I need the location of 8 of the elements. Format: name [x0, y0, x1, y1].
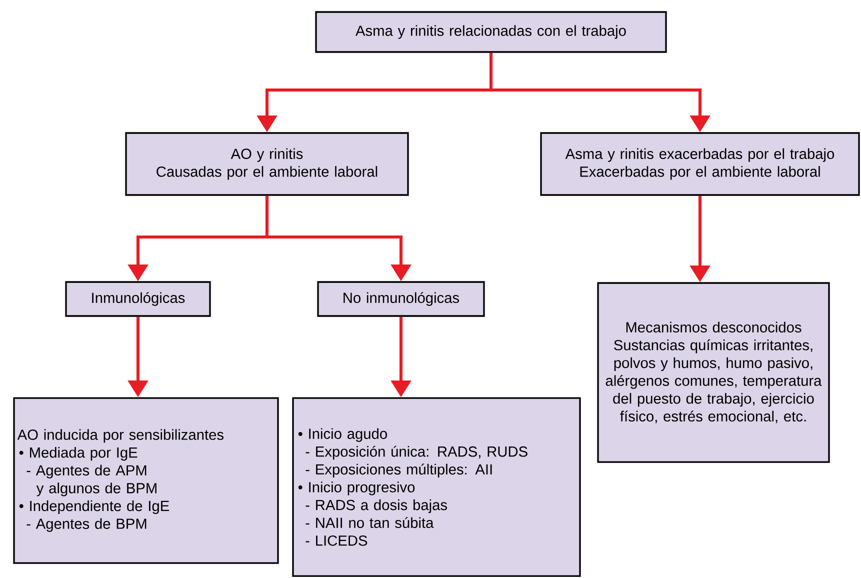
category-box: Mecanismos desconocidos Sustancias químicas irritantes, polvos y humos, humo pasivo, alérgenos comunes, temperatura del puesto de trabajo, ejercicio físico, estrés emocional, etc. [597, 282, 830, 463]
list-box: AO inducida por sensibilizantes • Mediada por IgE - Agentes de APM y algunos de BPM • Independiente de IgE - Agentes de BPM [13, 397, 279, 564]
list-box: • Inicio agudo - Exposición única: RADS, RUDS - Exposiciones múltiples: AII • Inicio progresivo - RADS a dosis bajas - NAII no tan súbita - LICEDS [292, 397, 581, 577]
category-box: AO y rinitis Causadas por el ambiente laboral [125, 132, 409, 196]
category-box: Inmunológicas [65, 281, 211, 317]
category-box: Asma y rinitis relacionadas con el trabajo [315, 11, 667, 53]
category-box: No inmunológicas [317, 281, 485, 317]
category-box: Asma y rinitis exacerbadas por el trabajo Exacerbadas por el ambiente laboral [540, 132, 860, 196]
